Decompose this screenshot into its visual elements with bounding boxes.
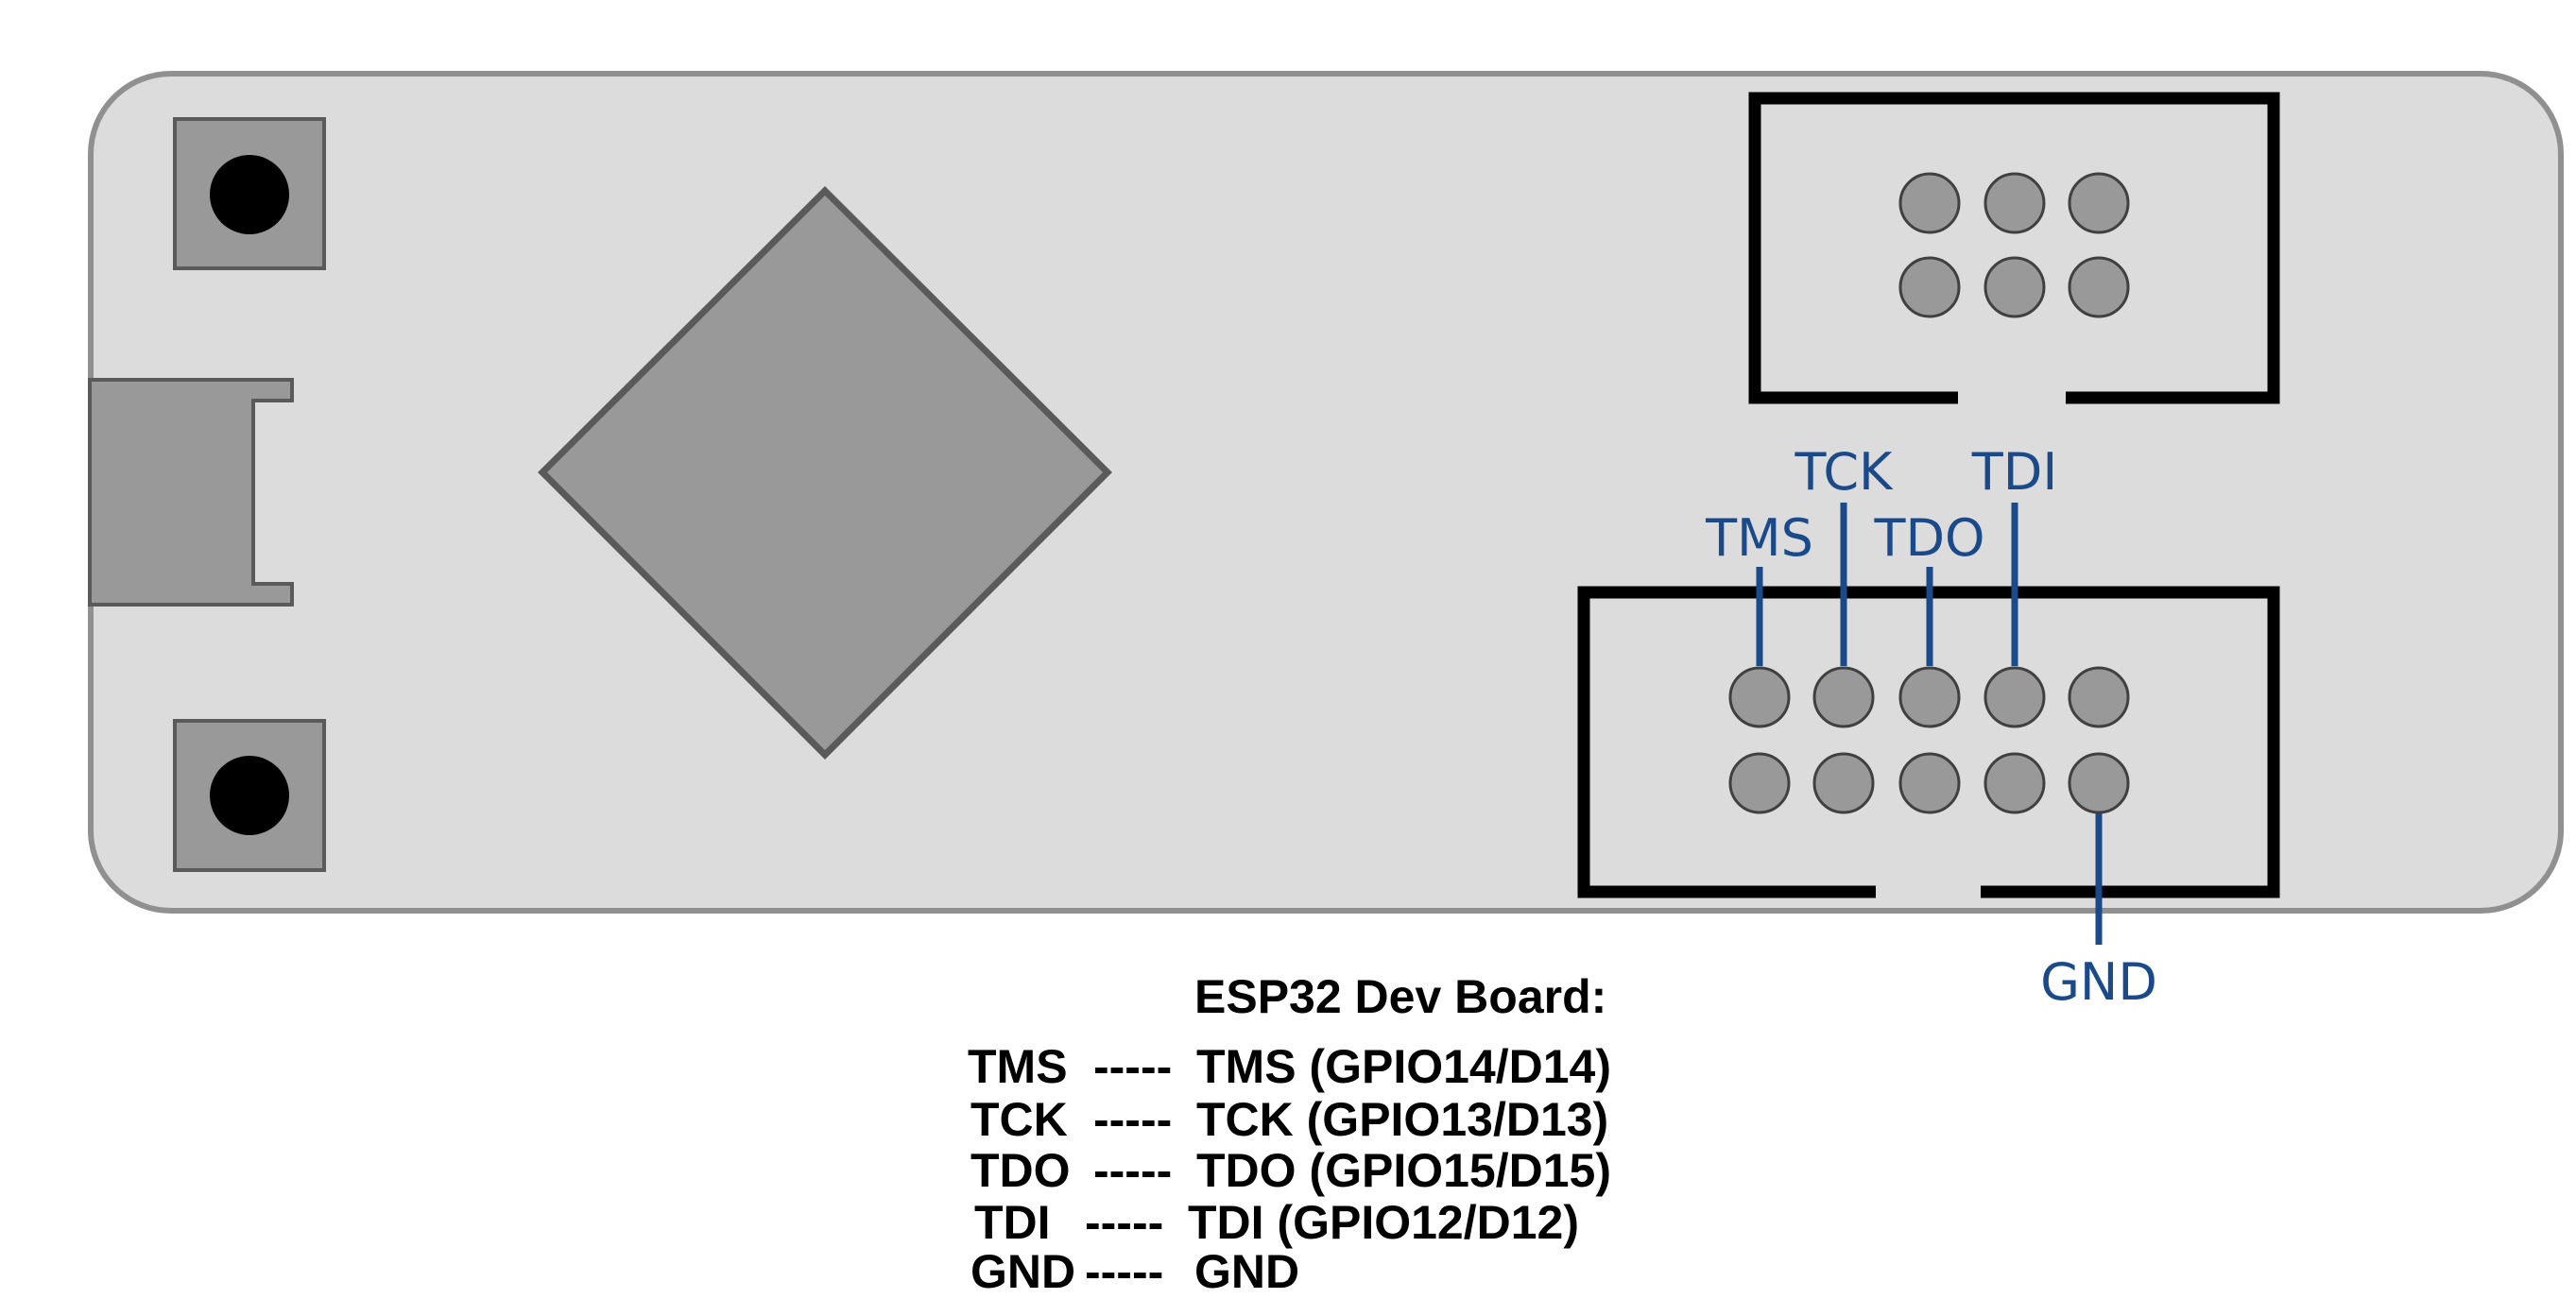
header-pin: [1898, 256, 1961, 318]
mapping-dashes: -----: [1085, 1245, 1163, 1298]
main-chip: [538, 186, 1112, 760]
jtag-pin-tdi: [1984, 666, 2046, 728]
pin-leader-lines: [1756, 503, 2103, 945]
jtag-header-pins: [1728, 666, 2130, 814]
mapping-dashes: -----: [1093, 1040, 1172, 1093]
mapping-table: TMS ----- TMS (GPIO14/D14) TCK ----- TCK…: [968, 1040, 1611, 1298]
tck-label: TCK: [1795, 442, 1895, 502]
mapping-pin: TDI: [974, 1196, 1051, 1249]
tdi-label: TDI: [1971, 442, 2058, 502]
mapping-dashes: -----: [1085, 1196, 1163, 1249]
dev-board-outline: [88, 71, 2564, 914]
jtag-pin-tck: [1812, 666, 1875, 728]
mapping-target: GND: [1194, 1245, 1299, 1298]
mapping-row: TDI ----- TDI (GPIO12/D12): [974, 1196, 1579, 1249]
mapping-row: TDO ----- TDO (GPIO15/D15): [970, 1144, 1611, 1197]
tdo-label: TDO: [1873, 508, 1984, 568]
header-pin: [2068, 256, 2130, 318]
header-pin: [2068, 172, 2130, 234]
mapping-pin: TDO: [970, 1144, 1071, 1197]
jtag-pin-tms: [1728, 666, 1791, 728]
mapping-row: GND ----- GND: [970, 1245, 1299, 1298]
jtag-pin: [1728, 752, 1791, 814]
mapping-pin: TMS: [968, 1040, 1068, 1093]
header-pin: [1898, 172, 1961, 234]
jtag-pin: [1984, 752, 2046, 814]
header-6pin-outline: [1748, 92, 2280, 404]
mapping-row: TCK ----- TCK (GPIO13/D13): [970, 1093, 1608, 1146]
mapping-target: TCK (GPIO13/D13): [1196, 1093, 1608, 1146]
mounting-hole-top: [173, 117, 326, 270]
mapping-title: ESP32 Dev Board:: [1194, 970, 1606, 1023]
tms-label: TMS: [1705, 508, 1813, 568]
mapping-dashes: -----: [1093, 1144, 1172, 1197]
jtag-pin: [1898, 752, 1961, 814]
mapping-target: TDO (GPIO15/D15): [1196, 1144, 1611, 1197]
mapping-dashes: -----: [1093, 1093, 1172, 1146]
mapping-target: TDI (GPIO12/D12): [1188, 1196, 1579, 1249]
gnd-label: GND: [2040, 952, 2157, 1012]
jtag-pin: [2068, 666, 2130, 728]
jtag-pin: [1812, 752, 1875, 814]
usb-connector: [88, 378, 294, 607]
header-pin: [1984, 256, 2046, 318]
mapping-pin: TCK: [970, 1093, 1068, 1146]
mapping-target: TMS (GPIO14/D14): [1196, 1040, 1611, 1093]
header-pin: [1984, 172, 2046, 234]
header-6pin-pins: [1898, 172, 2130, 318]
mapping-pin: GND: [970, 1245, 1075, 1298]
jtag-pin-gnd: [2068, 752, 2130, 814]
jtag-pin-tdo: [1898, 666, 1961, 728]
mounting-hole-bottom: [173, 719, 326, 872]
mapping-row: TMS ----- TMS (GPIO14/D14): [968, 1040, 1611, 1093]
